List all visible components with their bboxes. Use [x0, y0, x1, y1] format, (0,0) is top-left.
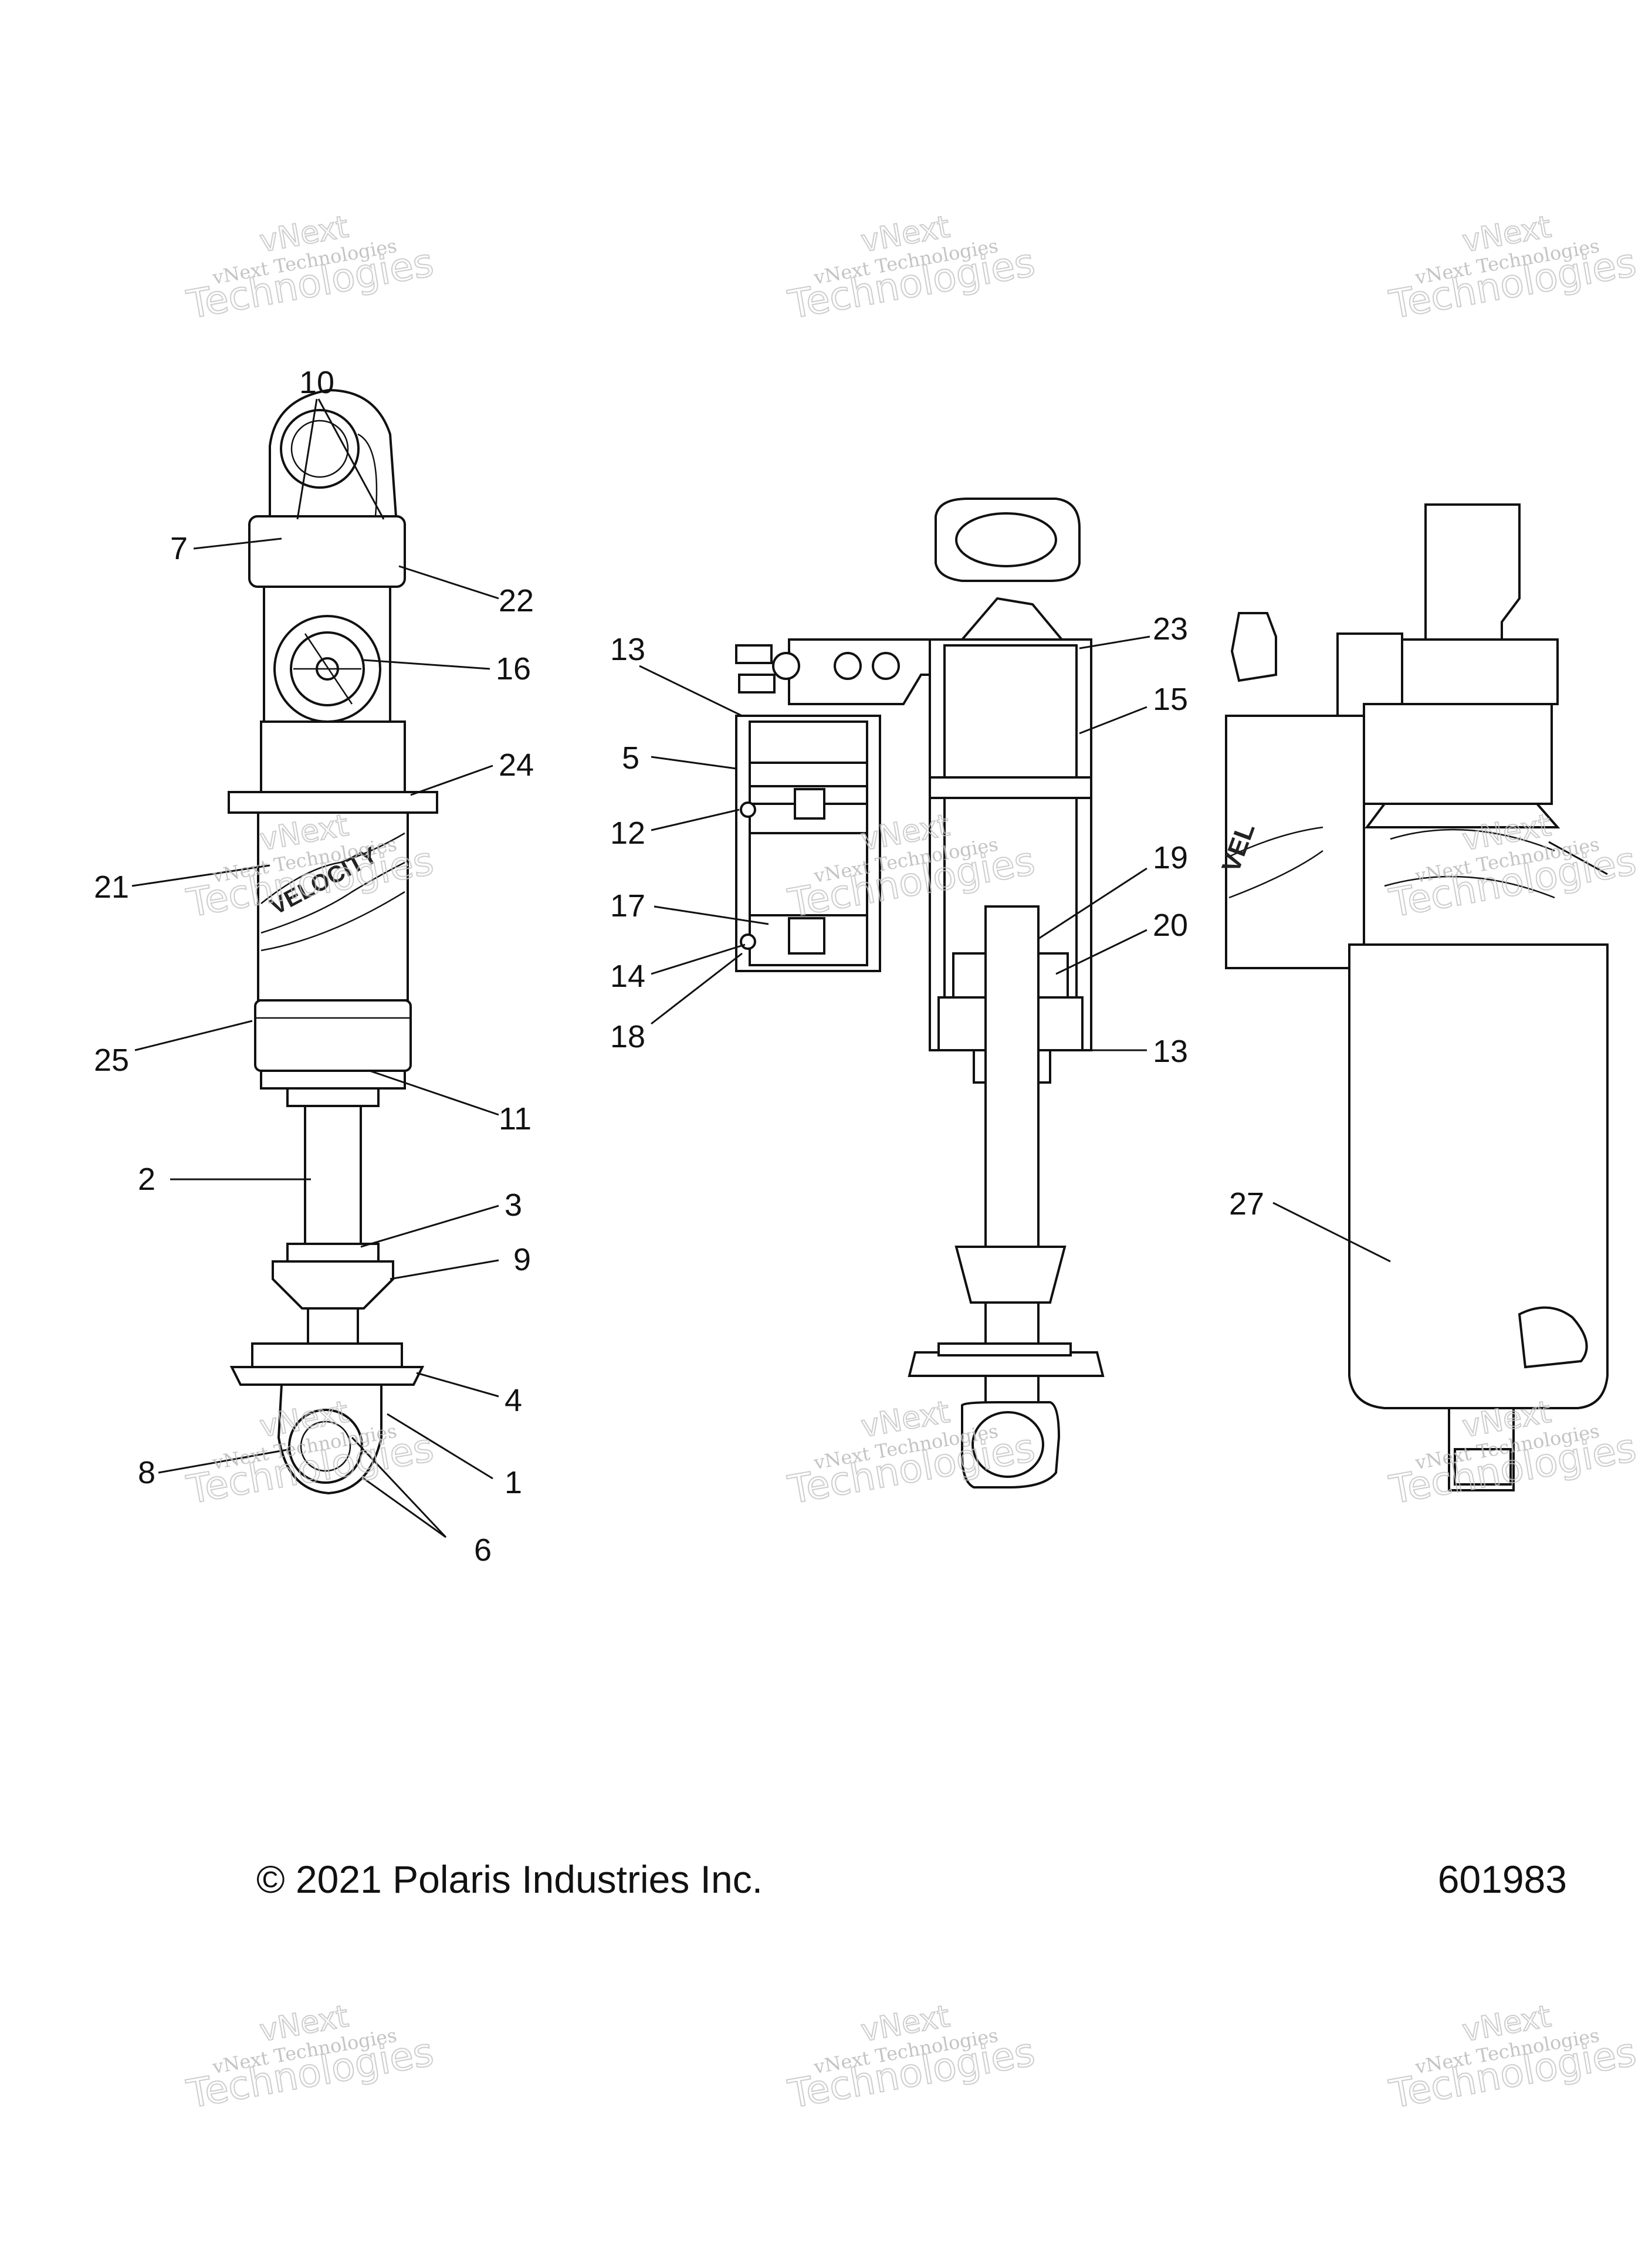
callout-22: 22 — [499, 583, 534, 618]
callout-4: 4 — [505, 1383, 522, 1418]
callout-10: 10 — [299, 365, 334, 400]
callout-2: 2 — [138, 1162, 155, 1197]
callout-1: 1 — [505, 1465, 522, 1500]
callout-25: 25 — [94, 1043, 129, 1078]
callout-3: 3 — [505, 1188, 522, 1223]
leader-lines — [131, 398, 1608, 1538]
callout-23: 23 — [1153, 611, 1188, 647]
callout-15: 15 — [1153, 682, 1188, 717]
callout-17: 17 — [610, 888, 645, 923]
callout-14: 14 — [610, 959, 645, 994]
callout-6: 6 — [474, 1533, 492, 1568]
callout-11: 11 — [499, 1101, 532, 1136]
callout-20: 20 — [1153, 908, 1188, 943]
callout-21: 21 — [94, 870, 129, 905]
callout-8: 8 — [138, 1455, 155, 1490]
copyright-notice: © 2021 Polaris Industries Inc. — [256, 1858, 763, 1901]
left-shock-assembly: VELOCITY — [228, 388, 438, 1495]
callout-13-bottom: 13 — [1153, 1034, 1188, 1069]
callout-24: 24 — [499, 747, 534, 783]
callout-13-top: 13 — [610, 632, 645, 667]
figure-number: 601983 — [1437, 1858, 1567, 1901]
callout-numbers: 10 7 22 16 24 21 25 11 2 3 9 4 1 8 6 13 … — [94, 365, 1264, 1568]
right-shock-assembly: VEL — [1216, 503, 1609, 1491]
callout-7: 7 — [170, 531, 188, 566]
callout-12: 12 — [610, 816, 645, 851]
callout-27: 27 — [1229, 1186, 1264, 1222]
callout-16: 16 — [496, 651, 531, 686]
callout-18: 18 — [610, 1019, 645, 1054]
callout-19: 19 — [1153, 840, 1188, 875]
callout-9: 9 — [513, 1242, 531, 1277]
middle-shock-section — [735, 498, 1105, 1489]
callout-5: 5 — [622, 740, 639, 776]
